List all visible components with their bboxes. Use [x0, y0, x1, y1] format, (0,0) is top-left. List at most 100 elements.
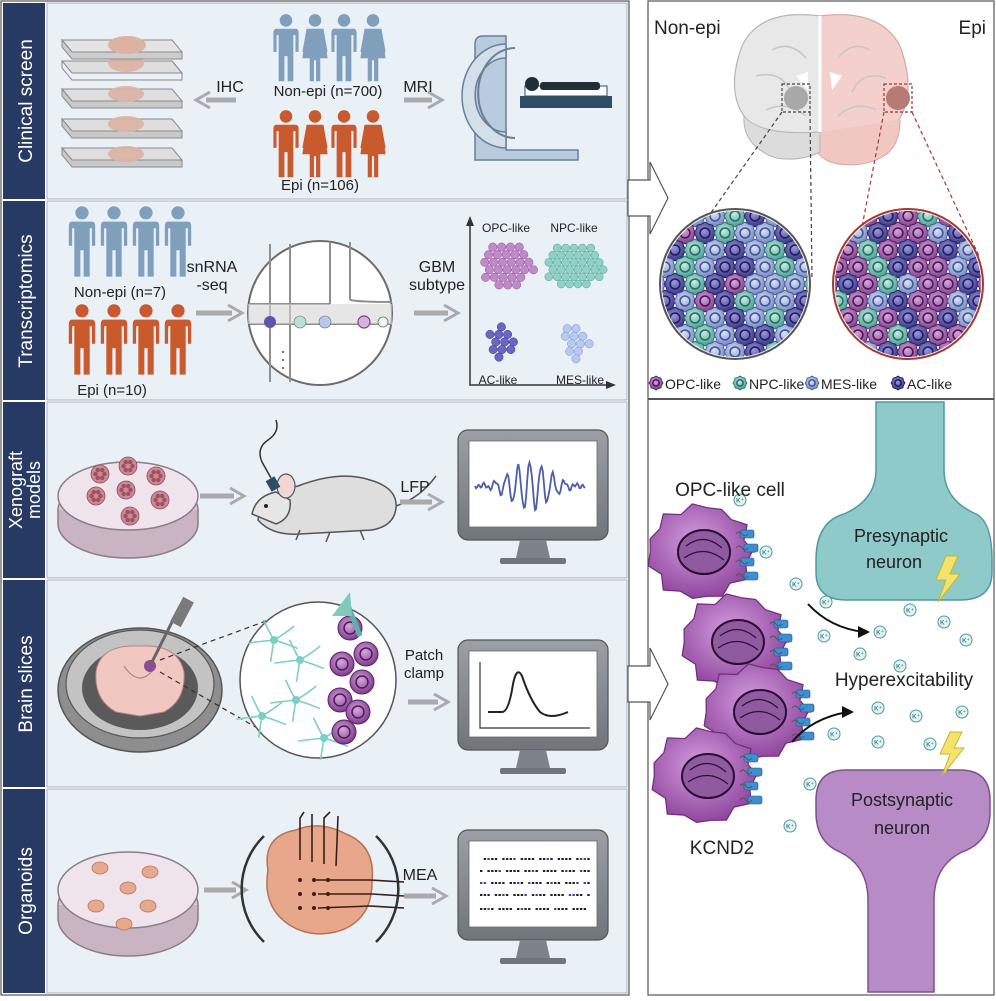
- label-kcnd2: KCND2: [690, 838, 754, 859]
- tumor-icon: [90, 464, 110, 484]
- legend-label: OPC-like: [665, 376, 721, 392]
- mea-spike: [542, 858, 546, 860]
- svg-text:K⁺: K⁺: [874, 706, 882, 713]
- cluster-dot: [552, 258, 562, 267]
- mea-spike: [539, 894, 542, 896]
- mea-spike: [542, 894, 546, 896]
- section-label-clinical: Clinical screen: [16, 39, 37, 163]
- cluster-dot: [548, 265, 558, 274]
- opc-tumor-cell: [353, 641, 379, 667]
- legend-label: MES-like: [821, 376, 877, 392]
- mea-spike: [528, 870, 531, 872]
- mea-spike: [579, 894, 583, 896]
- mea-spike: [550, 882, 553, 884]
- cluster-dot: [582, 250, 591, 260]
- cluster-dot: [578, 272, 587, 282]
- label-nonepi-7: Non-epi (n=7): [74, 284, 166, 301]
- tumor-cell-icon: [956, 272, 980, 296]
- tumor-cell-icon: [743, 272, 767, 296]
- cluster-dot: [529, 265, 538, 275]
- mea-spike: [517, 894, 520, 896]
- mea-spike: [524, 870, 527, 872]
- arrow-lfp: [400, 492, 446, 512]
- cluster-dot: [524, 257, 534, 267]
- nonepi-cell-cluster: [659, 208, 811, 360]
- label-gbm-1: GBM: [419, 259, 455, 276]
- kcnd2-channel-icon: [739, 753, 759, 763]
- mea-spike: [546, 870, 549, 872]
- arrow-ihc: [192, 90, 236, 110]
- cluster-dot: [514, 242, 524, 252]
- cluster-dot: [562, 324, 572, 334]
- mea-spike: [576, 882, 579, 884]
- svg-text:K⁺: K⁺: [906, 608, 914, 615]
- mea-spike: [494, 882, 498, 884]
- cluster-dot: [496, 322, 506, 332]
- mea-spike: [568, 882, 572, 884]
- cluster-dot: [494, 352, 504, 362]
- svg-text:K⁺: K⁺: [856, 652, 864, 659]
- ihc-slides: [60, 36, 184, 168]
- arrowhead-1: [858, 626, 870, 638]
- mea-spike: [505, 858, 509, 860]
- label-mri: MRI: [403, 79, 432, 96]
- label-hyperexcitability: Hyperexcitability: [835, 670, 974, 691]
- mea-spike: [483, 894, 487, 896]
- mea-spike: [583, 908, 586, 910]
- svg-text:K⁺: K⁺: [876, 630, 884, 637]
- tumor-icon: [118, 456, 138, 476]
- cluster-dot: [594, 258, 604, 267]
- mea-spike: [568, 870, 572, 872]
- mea-spike: [576, 894, 579, 896]
- label-patch-1: Patch: [405, 647, 443, 664]
- cluster-dot: [484, 250, 493, 260]
- tumor-cell-icon: [732, 375, 748, 391]
- cluster-dot: [569, 331, 579, 341]
- cluster-dot: [498, 272, 508, 282]
- mea-spike: [535, 870, 538, 872]
- svg-text:K⁺: K⁺: [806, 782, 814, 789]
- svg-text:K⁺: K⁺: [786, 824, 794, 831]
- cluster-dot: [569, 243, 579, 253]
- cluster-dot: [520, 265, 530, 275]
- opc-tumor-cell: [331, 719, 357, 745]
- mea-spike: [498, 870, 501, 872]
- cluster-dot: [544, 272, 554, 282]
- k-ion-icon: K⁺: [937, 615, 951, 629]
- label-right-nonepi: Non-epi: [654, 18, 721, 39]
- mea-spike: [505, 894, 509, 896]
- svg-text:K⁺: K⁺: [792, 582, 800, 589]
- arrow-xeno-1: [200, 486, 248, 506]
- cluster-dot: [503, 329, 513, 339]
- tumor-cell-icon: [926, 323, 950, 347]
- mea-spike: [509, 882, 512, 884]
- cluster-dot: [494, 280, 504, 290]
- mea-spike: [524, 894, 527, 896]
- cluster-dot: [505, 242, 515, 252]
- svg-text:K⁺: K⁺: [822, 600, 830, 607]
- kcnd2-channel-icon: [735, 557, 755, 567]
- label-snrna-1: snRNA: [187, 259, 238, 276]
- subtype-cluster-plot: OPC-like NPC-like AC-like MES-like: [466, 216, 616, 389]
- organoid-dot: [119, 881, 137, 895]
- k-ion-icon: K⁺: [871, 701, 885, 715]
- cluster-dot: [503, 280, 513, 290]
- kcnd2-channel-icon: [735, 529, 755, 539]
- brain-slice-chamber-icon: [57, 596, 223, 753]
- cluster-dot: [506, 257, 516, 267]
- mea-spike: [480, 894, 483, 896]
- cluster-dot: [485, 329, 495, 339]
- mea-spike: [524, 908, 527, 910]
- legend-item: AC-like: [890, 375, 952, 392]
- cluster-dot: [594, 272, 604, 282]
- person-icon: [360, 110, 386, 178]
- label-presynaptic-1: Presynaptic: [854, 526, 948, 546]
- neuron-tumor-zoom-icon: [236, 592, 397, 760]
- cluster-dot: [484, 265, 494, 275]
- mea-spike: [587, 894, 590, 896]
- arrow-patch: [408, 692, 452, 712]
- person-icon: [302, 14, 328, 82]
- petri-dish-tumors-icon: [57, 456, 199, 559]
- section-label-xenograft-2: models: [24, 461, 44, 519]
- kcnd2-channel-icon: [791, 717, 811, 727]
